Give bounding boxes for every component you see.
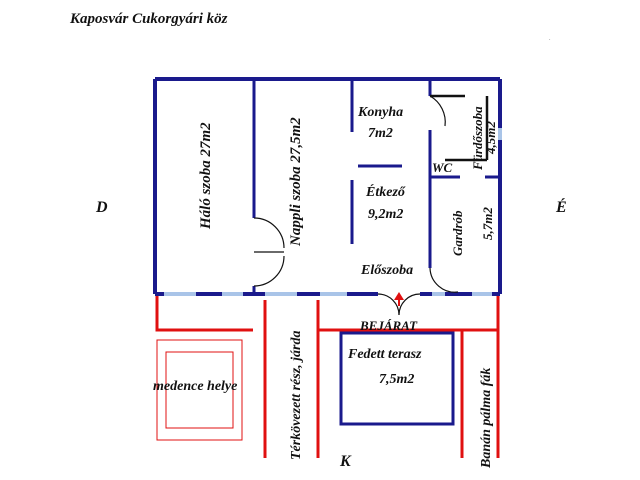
plan-title: Kaposvár Cukorgyári köz xyxy=(69,11,228,27)
room-wc-label: WC xyxy=(432,160,453,175)
compass-west: D xyxy=(95,199,108,216)
palm-trees-label: Banán pálma fák xyxy=(479,368,494,469)
entrance-arrow-icon xyxy=(394,292,404,306)
room-dining-label: Étkező xyxy=(365,183,406,200)
terrace-box xyxy=(339,331,455,426)
yard-outline xyxy=(155,296,500,458)
compass-south: K xyxy=(339,453,352,470)
pool-area xyxy=(156,339,243,441)
room-bathroom-area: 4,5m2 xyxy=(483,121,498,155)
inner-partitions xyxy=(430,94,489,162)
windows xyxy=(164,128,502,296)
terrace-area: 7,5m2 xyxy=(379,372,414,387)
room-bathroom-label: Fürdőszoba xyxy=(470,106,485,171)
pool-label: medence helye xyxy=(153,379,237,394)
entrance-label: BEJÁRAT xyxy=(359,318,418,333)
interior-walls xyxy=(252,79,500,294)
terrace-label: Fedett terasz xyxy=(347,347,422,362)
room-dining-area: 9,2m2 xyxy=(368,207,403,222)
room-wardrobe-area: 5,7m2 xyxy=(480,207,495,240)
room-living-label: Nappli szoba 27,5m2 xyxy=(288,117,304,247)
compass-east: É xyxy=(555,197,567,216)
room-kitchen-area: 7m2 xyxy=(368,126,393,141)
room-bedroom-label: Háló szoba 27m2 xyxy=(198,122,214,230)
room-wardrobe-label: Gardrób xyxy=(450,210,465,256)
corner-dot: . xyxy=(549,36,551,42)
room-kitchen-label: Konyha xyxy=(357,105,403,120)
doors xyxy=(253,95,459,316)
room-hall-label: Előszoba xyxy=(360,263,413,278)
walkway-label: Térkövezett rész, járda xyxy=(289,331,304,460)
